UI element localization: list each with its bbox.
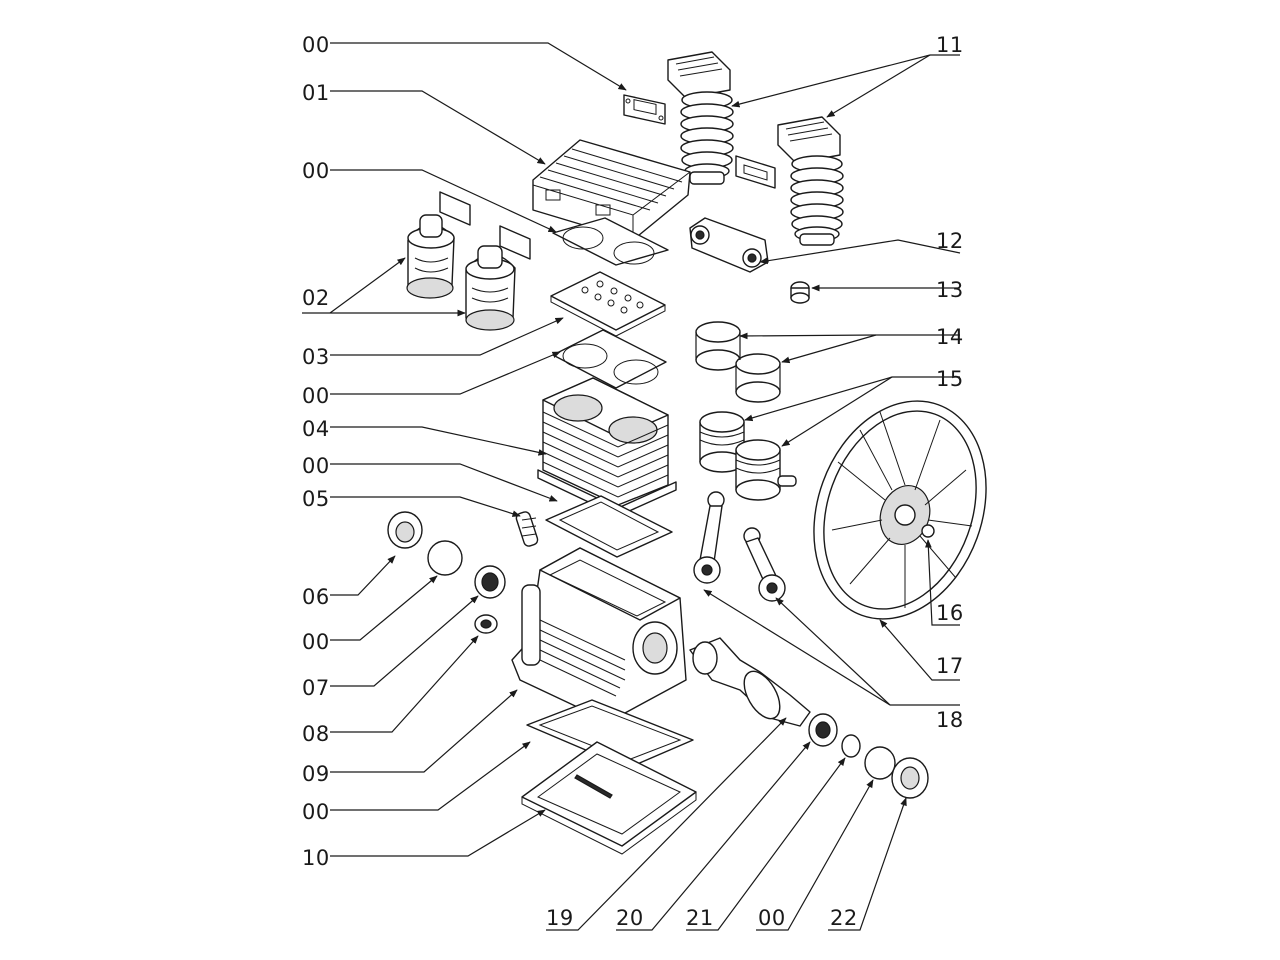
- label-00-top: 00: [302, 33, 330, 57]
- block-gasket: [545, 495, 673, 558]
- head-gasket: [552, 217, 669, 266]
- label-21: 21: [686, 906, 714, 930]
- label-11: 11: [936, 33, 964, 57]
- label-00-block: 00: [302, 454, 330, 478]
- label-08: 08: [302, 722, 330, 746]
- label-07: 07: [302, 676, 330, 700]
- bearing-cover-right: [891, 757, 929, 799]
- air-filter-lower: [465, 225, 531, 331]
- piston-rings: [695, 321, 781, 403]
- label-09: 09: [302, 762, 330, 786]
- valve-plate: [550, 271, 666, 337]
- part-labels: 00 01 00 02 03 00 04 00 05 06 00 07 08 0…: [302, 33, 964, 930]
- label-10: 10: [302, 846, 330, 870]
- label-06: 06: [302, 585, 330, 609]
- label-00-head: 00: [302, 159, 330, 183]
- oil-seal: [841, 734, 861, 758]
- label-15: 15: [936, 367, 964, 391]
- manifold: [689, 217, 769, 273]
- label-16: 16: [936, 601, 964, 625]
- bearing-left: [474, 565, 506, 599]
- label-00-base: 00: [302, 800, 330, 824]
- bearing-right: [808, 713, 838, 747]
- flywheel: [813, 400, 987, 620]
- bearing-cover-left: [387, 511, 423, 549]
- plug: [790, 281, 810, 304]
- crankshaft: [689, 637, 811, 727]
- label-12: 12: [936, 229, 964, 253]
- label-17: 17: [936, 654, 964, 678]
- label-19: 19: [546, 906, 574, 930]
- label-01: 01: [302, 81, 330, 105]
- label-00-right: 00: [758, 906, 786, 930]
- sump-cover: [521, 741, 697, 855]
- oil-plug: [474, 614, 498, 634]
- label-04: 04: [302, 417, 330, 441]
- crankcase: [511, 547, 687, 723]
- cylinder-head: [532, 139, 691, 241]
- tube-gasket: [735, 155, 776, 189]
- label-20: 20: [616, 906, 644, 930]
- label-18: 18: [936, 708, 964, 732]
- cooling-tube-left: [667, 51, 734, 185]
- connecting-rod-left: [693, 491, 725, 584]
- cover-gasket-right: [864, 746, 896, 780]
- label-03: 03: [302, 345, 330, 369]
- connecting-rod-right: [743, 527, 786, 602]
- key: [921, 524, 935, 538]
- pin: [515, 511, 539, 547]
- label-00-plate: 00: [302, 384, 330, 408]
- air-filter-upper: [406, 191, 471, 299]
- label-14: 14: [936, 325, 964, 349]
- cylinder-block: [537, 377, 677, 517]
- label-22: 22: [830, 906, 858, 930]
- plate-gasket: [552, 329, 667, 389]
- label-05: 05: [302, 487, 330, 511]
- valve-gasket-top: [623, 94, 666, 125]
- cooling-tube-right: [777, 116, 844, 246]
- cover-gasket-left: [427, 540, 463, 576]
- leader-lines: [302, 42, 961, 931]
- label-02: 02: [302, 286, 330, 310]
- label-13: 13: [936, 278, 964, 302]
- piston-right: [735, 439, 797, 501]
- label-00-left: 00: [302, 630, 330, 654]
